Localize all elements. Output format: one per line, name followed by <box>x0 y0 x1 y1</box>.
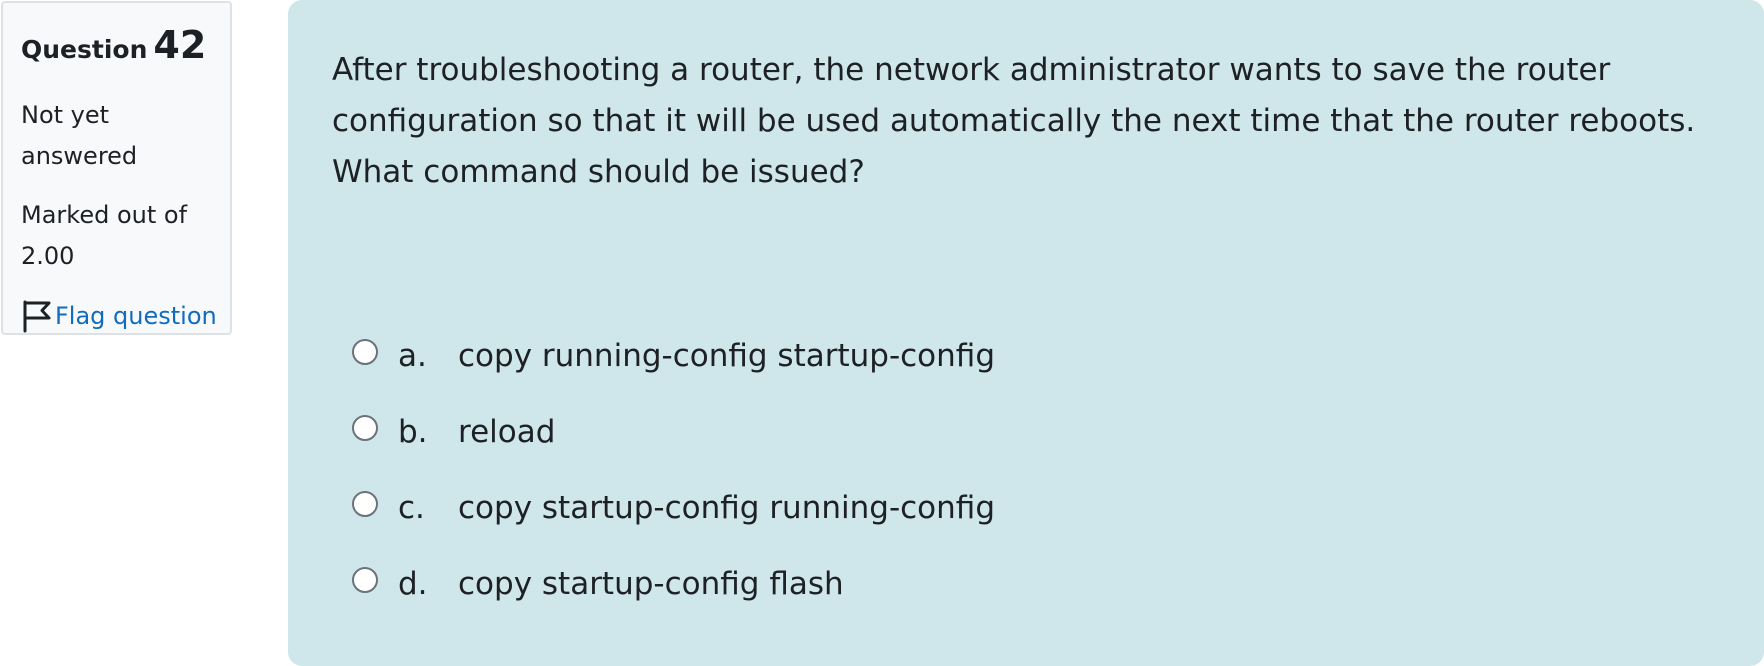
question-state: Not yet answered <box>21 101 138 170</box>
question-grade: Marked out of 2.00 <box>21 201 188 270</box>
answer-text[interactable]: copy running-config startup-config <box>458 338 995 374</box>
question-content-panel: After troubleshooting a router, the netw… <box>288 0 1764 666</box>
answer-list: a. copy running-config startup-config b.… <box>352 318 1552 622</box>
flag-question-label: Flag question <box>55 302 217 330</box>
answer-option-c[interactable]: c. copy startup-config running-config <box>352 470 1552 546</box>
question-label: Question <box>21 35 148 64</box>
answer-text[interactable]: reload <box>458 414 556 450</box>
question-text: After troubleshooting a router, the netw… <box>332 52 1696 190</box>
answer-text[interactable]: copy startup-config running-config <box>458 490 995 526</box>
answer-option-a[interactable]: a. copy running-config startup-config <box>352 318 1552 394</box>
answer-radio-a[interactable] <box>352 339 378 365</box>
answer-letter: d. <box>398 566 428 602</box>
flag-question-link[interactable]: Flag question <box>21 299 230 333</box>
answer-radio-b[interactable] <box>352 415 378 441</box>
answer-option-b[interactable]: b. reload <box>352 394 1552 470</box>
answer-radio-d[interactable] <box>352 567 378 593</box>
answer-letter: a. <box>398 338 427 374</box>
question-number: 42 <box>153 23 207 67</box>
answer-text[interactable]: copy startup-config flash <box>458 566 844 602</box>
answer-radio-c[interactable] <box>352 491 378 517</box>
answer-letter: b. <box>398 414 428 450</box>
answer-letter: c. <box>398 490 425 526</box>
answer-option-d[interactable]: d. copy startup-config flash <box>352 546 1552 622</box>
flag-icon <box>21 299 53 333</box>
